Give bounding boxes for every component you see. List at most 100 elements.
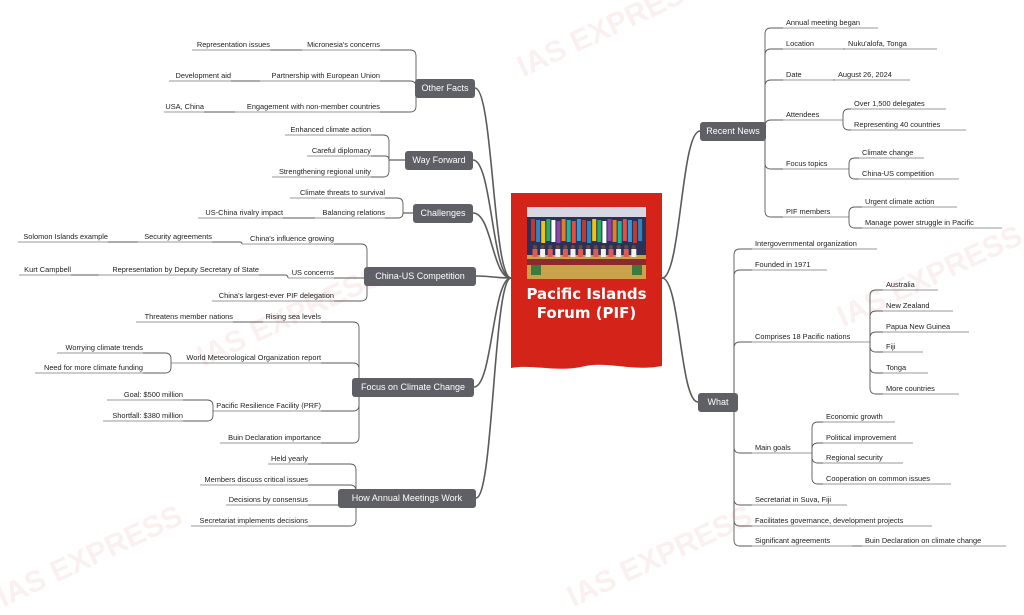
topic-main-goals[interactable]: Main goals	[755, 443, 791, 452]
topic-buin-declaration-on-climate-change[interactable]: Buin Declaration on climate change	[865, 536, 982, 545]
topic-climate-change[interactable]: Climate change	[862, 148, 914, 157]
branch-focus-on-climate-change[interactable]: Focus on Climate Change	[352, 377, 474, 397]
topic-manage-power-struggle-in-pacific[interactable]: Manage power struggle in Pacific	[865, 218, 974, 227]
topic-representing-40-countries[interactable]: Representing 40 countries	[854, 120, 941, 129]
topic-china-us-competition[interactable]: China-US competition	[862, 169, 934, 178]
person-body	[532, 249, 538, 257]
topic-regional-security[interactable]: Regional security	[826, 453, 883, 462]
topic-world-meteorological-organization-report[interactable]: World Meteorological Organization report	[186, 353, 321, 362]
branch-way-forward[interactable]: Way Forward	[405, 150, 473, 170]
topic-papua-new-guinea[interactable]: Papua New Guinea	[886, 322, 951, 331]
topic-security-agreements[interactable]: Security agreements	[144, 232, 212, 241]
flag-shape	[627, 220, 632, 242]
topic-australia[interactable]: Australia	[886, 280, 915, 289]
flag-shape	[597, 220, 602, 242]
topic-economic-growth[interactable]: Economic growth	[826, 412, 883, 421]
topic-shortfall-380-million[interactable]: Shortfall: $380 million	[112, 411, 183, 420]
topic-founded-in-1971[interactable]: Founded in 1971	[755, 260, 811, 269]
topic-pacific-resilience-facility-prf[interactable]: Pacific Resilience Facility (PRF)	[216, 401, 321, 410]
person-body	[578, 249, 584, 257]
topic-us-concerns[interactable]: US concerns	[291, 268, 334, 277]
topic-date[interactable]: Date	[786, 70, 802, 79]
topic-partnership-with-european-union[interactable]: Partnership with European Union	[271, 71, 380, 80]
central-topic-title-line2: Forum (PIF)	[536, 304, 637, 322]
topic-members-discuss-critical-issues[interactable]: Members discuss critical issues	[204, 475, 309, 484]
topic-urgent-climate-action[interactable]: Urgent climate action	[865, 197, 935, 206]
topic-political-improvement[interactable]: Political improvement	[826, 433, 897, 442]
topic-kurt-campbell[interactable]: Kurt Campbell	[24, 265, 71, 274]
topic-annual-meeting-began[interactable]: Annual meeting began	[786, 18, 860, 27]
topic-significant-agreements[interactable]: Significant agreements	[755, 536, 831, 545]
topic-enhanced-climate-action[interactable]: Enhanced climate action	[290, 125, 371, 134]
branch-china-us-competition[interactable]: China-US Competition	[364, 266, 476, 286]
topic-climate-threats-to-survival[interactable]: Climate threats to survival	[299, 188, 385, 197]
topic-micronesia-s-concerns[interactable]: Micronesia's concerns	[307, 40, 380, 49]
flag-shape	[622, 219, 627, 241]
topic-usa-china[interactable]: USA, China	[165, 102, 204, 111]
topic-representation-by-deputy-secretary-of-state[interactable]: Representation by Deputy Secretary of St…	[112, 265, 259, 274]
topic-location[interactable]: Location	[786, 39, 814, 48]
branch-challenges[interactable]: Challenges	[413, 203, 473, 223]
topic-held-yearly[interactable]: Held yearly	[271, 454, 308, 463]
person-head	[533, 245, 537, 249]
flag-shape	[566, 220, 571, 242]
person-body	[540, 249, 546, 257]
person-body	[600, 249, 606, 257]
topic-goal-500-million[interactable]: Goal: $500 million	[123, 390, 183, 399]
topic-strengthening-regional-unity[interactable]: Strengthening regional unity	[278, 167, 371, 176]
topic-focus-topics[interactable]: Focus topics	[786, 159, 828, 168]
flag-shape	[556, 221, 561, 243]
topic-secretariat-implements-decisions[interactable]: Secretariat implements decisions	[199, 516, 308, 525]
topic-solomon-islands-example[interactable]: Solomon Islands example	[23, 232, 108, 241]
branch-other-facts[interactable]: Other Facts	[415, 78, 475, 98]
flag-shape	[551, 220, 556, 242]
person-head	[601, 245, 606, 249]
person-head	[586, 245, 591, 249]
branch-what[interactable]: What	[698, 392, 738, 412]
topic-careful-diplomacy[interactable]: Careful diplomacy	[311, 146, 371, 155]
topic-over-1-500-delegates[interactable]: Over 1,500 delegates	[854, 99, 925, 108]
flag-shape	[633, 221, 637, 243]
topic-fiji[interactable]: Fiji	[886, 342, 896, 351]
person-body	[562, 249, 568, 257]
topic-more-countries[interactable]: More countries	[886, 384, 935, 393]
topic-china-s-influence-growing[interactable]: China's influence growing	[250, 234, 334, 243]
topic-threatens-member-nations[interactable]: Threatens member nations	[144, 312, 233, 321]
forum-photo	[527, 207, 646, 279]
topic-buin-declaration-importance[interactable]: Buin Declaration importance	[228, 433, 321, 442]
topic-tonga[interactable]: Tonga	[886, 363, 907, 372]
topic-pif-members[interactable]: PIF members	[786, 207, 831, 216]
topic-balancing-relations[interactable]: Balancing relations	[322, 208, 385, 217]
person-head	[578, 245, 583, 249]
topic-need-for-more-climate-funding[interactable]: Need for more climate funding	[43, 363, 143, 372]
topic-secretariat-in-suva-fiji[interactable]: Secretariat in Suva, Fiji	[755, 495, 831, 504]
flag-shape	[612, 220, 617, 242]
connector-lines	[18, 27, 1006, 547]
topic-intergovernmental-organization[interactable]: Intergovernmental organization	[755, 239, 857, 248]
flag-shape	[576, 219, 581, 241]
topic-august-26-2024[interactable]: August 26, 2024	[838, 70, 892, 79]
topic-attendees[interactable]: Attendees	[786, 110, 820, 119]
topic-nuku-alofa-tonga[interactable]: Nuku'alofa, Tonga	[848, 39, 907, 48]
topic-worrying-climate-trends[interactable]: Worrying climate trends	[65, 343, 144, 352]
person-body	[616, 249, 622, 257]
topic-development-aid[interactable]: Development aid	[175, 71, 231, 80]
person-body	[608, 249, 614, 257]
branch-recent-news[interactable]: Recent News	[700, 121, 766, 141]
topic-new-zealand[interactable]: New Zealand	[886, 301, 930, 310]
topic-engagement-with-non-member-countries[interactable]: Engagement with non-member countries	[246, 102, 380, 111]
topic-cooperation-on-common-issues[interactable]: Cooperation on common issues	[826, 474, 930, 483]
topic-facilitates-governance-development-projects[interactable]: Facilitates governance, development proj…	[755, 516, 904, 525]
topic-representation-issues[interactable]: Representation issues	[196, 40, 270, 49]
topic-decisions-by-consensus[interactable]: Decisions by consensus	[228, 495, 308, 504]
topic-rising-sea-levels[interactable]: Rising sea levels	[265, 312, 321, 321]
central-topic: Pacific Islands Forum (PIF)	[511, 193, 662, 363]
person-head	[624, 245, 629, 249]
central-topic-title-line1: Pacific Islands	[526, 285, 647, 303]
branch-how-annual-meetings-work[interactable]: How Annual Meetings Work	[338, 488, 476, 508]
central-topic-wave	[511, 362, 662, 369]
topic-us-china-rivalry-impact[interactable]: US-China rivalry impact	[205, 208, 283, 217]
topic-china-s-largest-ever-pif-delegation[interactable]: China's largest-ever PIF delegation	[218, 291, 334, 300]
topic-comprises-18-pacific-nations[interactable]: Comprises 18 Pacific nations	[755, 332, 851, 341]
